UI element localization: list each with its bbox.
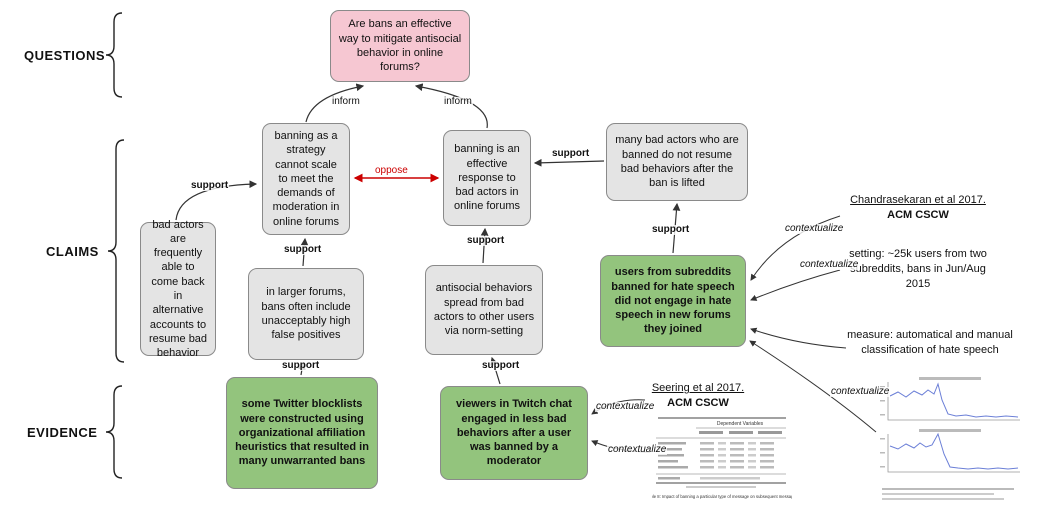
regression-table-graphic: Dependent Variables Table 8: Impact of b… xyxy=(646,417,798,499)
edge-label-support: support xyxy=(466,235,506,246)
timeseries-charts-figure xyxy=(874,376,1024,508)
edge-label-support: support xyxy=(190,180,230,191)
question-node[interactable]: Are bans an effective way to mitigate an… xyxy=(330,10,470,82)
brace-claims xyxy=(107,139,125,363)
table-caption-text: Table 8: Impact of banning a particular … xyxy=(652,494,792,499)
edge-label-support: support xyxy=(551,148,591,159)
edge-label-contextualize: contextualize xyxy=(830,386,891,397)
edge-label-support: support xyxy=(283,244,323,255)
edge-support-noresume-effective xyxy=(533,158,605,167)
venue-text: ACM CSCW xyxy=(667,396,729,409)
edge-label-oppose: oppose xyxy=(374,165,409,176)
row-label-evidence: EVIDENCE xyxy=(27,425,98,440)
edge-label-inform: inform xyxy=(443,96,473,107)
claim-node-cannot-scale[interactable]: banning as a strategy cannot scale to me… xyxy=(262,123,350,235)
evidence-node-subreddits[interactable]: users from subreddits banned for hate sp… xyxy=(600,255,746,347)
edge-label-contextualize: contextualize xyxy=(595,401,656,412)
claim-node-false-positives[interactable]: in larger forums, bans often include una… xyxy=(248,268,364,360)
edge-label-contextualize: contextualize xyxy=(784,223,845,234)
regression-table-figure: Dependent Variables Table 8: Impact of b… xyxy=(646,414,798,506)
citation-text: Chandrasekaran et al 2017. xyxy=(850,194,986,206)
evidence-node-twitch[interactable]: viewers in Twitch chat engaged in less b… xyxy=(440,386,588,480)
edge-label-support: support xyxy=(481,360,521,371)
edge-label-contextualize: contextualize xyxy=(799,259,860,270)
brace-questions xyxy=(105,12,123,98)
edge-label-support: support xyxy=(281,360,321,371)
edge-label-contextualize: contextualize xyxy=(607,444,668,455)
row-label-questions: QUESTIONS xyxy=(24,48,106,63)
evidence-node-blocklists[interactable]: some Twitter blocklists were constructed… xyxy=(226,377,378,489)
edge-inform-effective-question xyxy=(414,83,488,129)
row-label-claims: CLAIMS xyxy=(46,244,99,259)
edge-label-inform: inform xyxy=(331,96,361,107)
timeseries-charts-graphic xyxy=(880,377,1020,500)
citation-text: Seering et al 2017. xyxy=(651,382,745,394)
claim-node-effective[interactable]: banning is an effective response to bad … xyxy=(443,130,531,226)
claim-node-norm-setting[interactable]: antisocial behaviors spread from bad act… xyxy=(425,265,543,355)
annotation-measure: measure: automatical and manual classifi… xyxy=(847,329,1013,356)
brace-evidence xyxy=(105,385,123,479)
annotation-seering-citation: Seering et al 2017. ACM CSCW xyxy=(646,381,750,411)
edge-label-support: support xyxy=(651,224,691,235)
venue-text: ACM CSCW xyxy=(887,208,949,221)
annotation-setting: setting: ~25k users from two subreddits,… xyxy=(849,248,987,290)
claim-node-no-resume[interactable]: many bad actors who are banned do not re… xyxy=(606,123,748,201)
edge-ctx-measure-subreddits xyxy=(750,327,847,349)
table-header-text: Dependent Variables xyxy=(717,421,764,427)
claim-node-comeback[interactable]: bad actors are frequently able to come b… xyxy=(140,219,216,359)
edge-ctx-setting-subreddits xyxy=(750,269,841,301)
annotation-chandrasekaran-citation: Chandrasekaran et al 2017. ACM CSCW xyxy=(843,193,993,223)
